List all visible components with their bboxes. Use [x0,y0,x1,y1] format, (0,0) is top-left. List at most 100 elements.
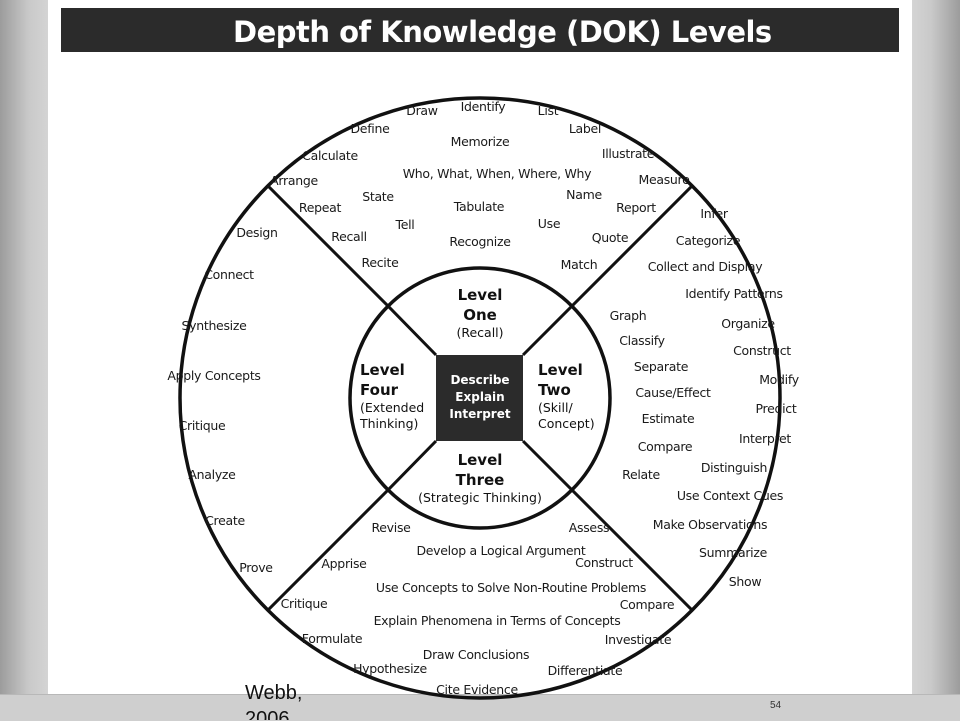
ring-word-three: Formulate [302,631,363,646]
ring-word-three: Investigate [605,632,672,647]
center-box [436,355,523,441]
ring-word-three: Compare [620,597,675,612]
level-three-subtitle: (Strategic Thinking) [418,490,542,505]
ring-word-one: Illustrate [602,146,655,161]
ring-word-three: Construct [575,555,633,570]
ring-word-two: Summarize [699,545,768,560]
ring-word-one: Report [616,200,656,215]
level-two-title: Level [538,361,583,379]
level-two-subtitle: Concept) [538,416,595,431]
ring-word-four: Create [205,513,245,528]
ring-word-two: Interpret [739,431,791,446]
ring-word-four: Apply Concepts [167,368,260,383]
ring-word-three: Revise [371,520,411,535]
ring-word-two: Separate [634,359,689,374]
outer-divider-2 [570,184,694,308]
ring-word-three: Develop a Logical Argument [416,543,585,558]
inner-divider-2 [521,305,573,357]
ring-word-one: Name [566,187,602,202]
ring-word-two: Graph [610,308,647,323]
level-one-title: Level [458,286,503,304]
ring-word-four: Prove [239,560,273,575]
title-banner: Depth of Knowledge (DOK) Levels [61,8,899,52]
ring-word-one: Arrange [270,173,318,188]
ring-word-four: Design [236,225,277,240]
ring-word-three: Use Concepts to Solve Non-Routine Proble… [376,580,646,595]
ring-word-two: Distinguish [701,460,767,475]
ring-word-three: Assess [569,520,610,535]
ring-word-one: Memorize [451,134,510,149]
outer-circle [178,96,782,700]
wheel-structure [178,96,782,700]
center-word: Explain [455,390,504,404]
inner-divider-1 [521,439,573,491]
ring-word-one: Calculate [302,148,358,163]
ring-word-two: Use Context Cues [677,488,783,503]
ring-word-two: Classify [619,333,665,348]
ring-word-one: Recall [331,229,367,244]
level-one-title: One [463,306,497,324]
ring-word-one: Quote [592,230,629,245]
ring-word-one: Measure [638,172,690,187]
ring-word-four: Connect [204,267,254,282]
center-word: Describe [450,373,509,387]
inner-circle [348,266,612,530]
ring-word-two: Construct [733,343,791,358]
ring-word-one: Tabulate [453,199,505,214]
level-two-subtitle: (Skill/ [538,400,573,415]
ring-word-one: Tell [395,217,415,232]
ring-word-four: Analyze [188,467,236,482]
source-credit: Webb, 2006 [245,682,303,720]
ring-word-two: Estimate [642,411,695,426]
ring-word-one: Define [350,121,390,136]
outer-divider-1 [570,488,694,612]
wheel-levels: LevelOne(Recall)LevelTwo(Skill/Concept)L… [359,286,595,505]
outer-divider-3 [266,488,390,612]
ring-word-one: Recognize [449,234,511,249]
outer-divider-4 [266,184,390,308]
ring-word-two: Infer [700,206,729,221]
ring-word-three: Hypothesize [353,661,427,676]
ring-word-two: Identify Patterns [685,286,783,301]
level-four-title: Level [360,361,405,379]
inner-divider-4 [387,305,438,357]
ring-word-one: Use [538,216,561,231]
slide-number: 54 [770,700,782,711]
ring-word-three: Draw Conclusions [423,647,529,662]
ring-word-two: Make Observations [653,517,767,532]
ring-word-three: Critique [281,596,328,611]
level-four-title: Four [360,381,399,399]
ring-word-two: Organize [721,316,775,331]
ring-word-two: Relate [622,467,660,482]
ring-word-four: Synthesize [181,318,247,333]
level-four-subtitle: (Extended [360,400,424,415]
ring-word-two: Categorize [676,233,741,248]
ring-word-two: Show [729,574,762,589]
level-one-subtitle: (Recall) [456,325,503,340]
level-two-title: Two [538,381,571,399]
ring-word-four: Critique [179,418,226,433]
page-title: Depth of Knowledge (DOK) Levels [233,15,772,49]
ring-word-two: Modify [759,372,800,387]
ring-word-one: Label [569,121,601,136]
ring-word-three: Cite Evidence [436,682,518,697]
center-word: Interpret [449,407,510,421]
ring-word-one: Repeat [299,200,342,215]
ring-word-one: Match [561,257,598,272]
ring-word-two: Compare [638,439,693,454]
ring-word-one: Recite [362,255,400,270]
level-three-title: Three [456,471,505,489]
level-three-title: Level [458,451,503,469]
ring-word-three: Differentiate [548,663,623,678]
ring-word-one: Draw [406,103,438,118]
inner-divider-3 [387,439,438,491]
level-four-subtitle: Thinking) [359,416,418,431]
ring-word-two: Predict [756,401,797,416]
ring-word-two: Collect and Display [648,259,764,274]
ring-word-one: Identify [461,99,507,114]
ring-word-one: List [538,103,559,118]
